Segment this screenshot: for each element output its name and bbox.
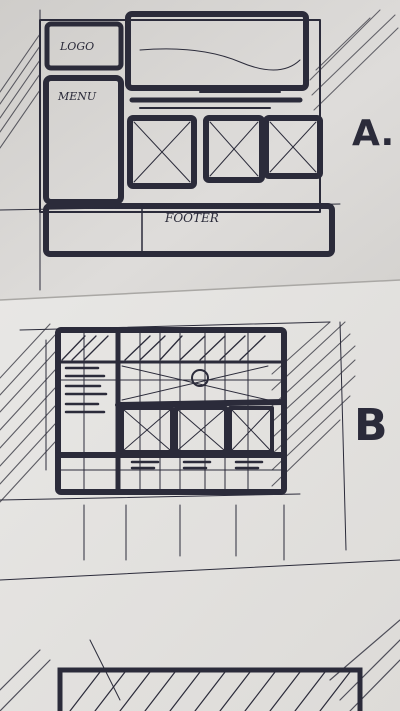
sketch-b-label: B bbox=[354, 400, 388, 451]
box-menu-label: MENU bbox=[57, 90, 97, 103]
box-logo-label: LOGO bbox=[59, 40, 94, 53]
sketch-a-label: A. bbox=[352, 113, 394, 154]
box-footer-label: FOOTER bbox=[164, 211, 219, 225]
